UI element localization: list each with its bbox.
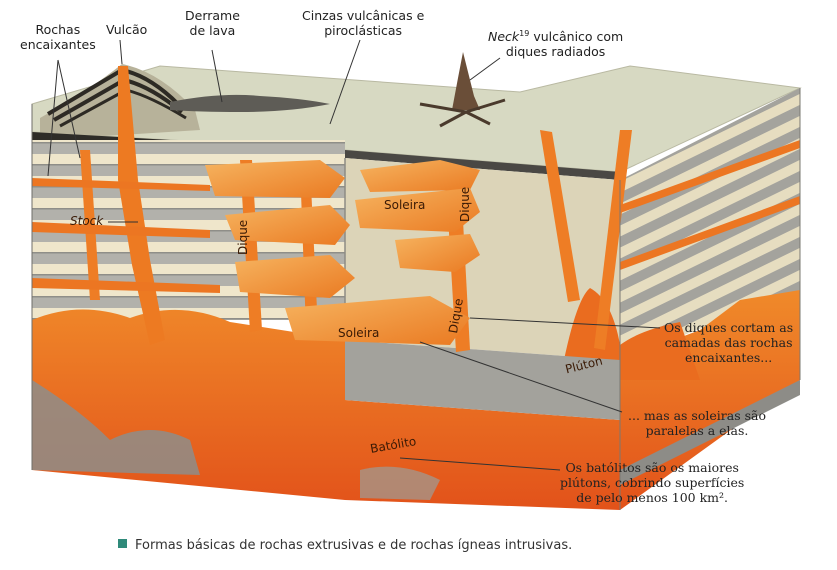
- figure-caption: Formas básicas de rochas extrusivas e de…: [118, 538, 572, 553]
- note-dikes-line2: camadas das rochas: [664, 335, 793, 350]
- leader-lines: [47, 39, 661, 471]
- note-dikes: Os diques cortam as camadas das rochas e…: [664, 320, 793, 365]
- label-country-rocks-line2: encaixantes: [20, 37, 96, 52]
- label-lava-flow-line2: de lava: [189, 23, 236, 38]
- note-batholiths-line1: Os batólitos são os maiores: [565, 460, 739, 475]
- label-stock: Stock: [70, 214, 104, 228]
- label-neck-line1: Neck19 vulcânico com: [488, 26, 623, 44]
- label-sill-lower: Soleira: [338, 326, 380, 340]
- label-neck-line2: diques radiados: [505, 44, 606, 60]
- batholith-body: [32, 290, 800, 510]
- label-sill-upper: Soleira: [384, 198, 426, 212]
- sills: [32, 140, 800, 345]
- label-ash-line1: Cinzas vulcânicas e: [302, 8, 425, 23]
- label-ash-line2: piroclásticas: [324, 23, 403, 38]
- label-neck-word: Neck: [488, 29, 520, 45]
- label-dike-upper: Dique: [458, 186, 472, 222]
- label-country-rocks-line1: Rochas: [35, 22, 81, 37]
- note-sills-line1: ... mas as soleiras são: [628, 408, 766, 423]
- label-neck: Neck19 vulcânico com diques radiados: [488, 26, 623, 59]
- right-face-strata: [620, 88, 800, 360]
- caption-text: Formas básicas de rochas extrusivas e de…: [135, 538, 573, 553]
- label-neck-rest: vulcânico com: [529, 29, 624, 45]
- lava-flow: [170, 94, 330, 112]
- label-lava-flow-line1: Derrame: [185, 8, 240, 23]
- label-volcano: Vulcão: [106, 22, 148, 37]
- note-sills: ... mas as soleiras são paralelas a elas…: [628, 408, 766, 438]
- label-country-rocks: Rochas encaixantes: [20, 22, 96, 52]
- volcanic-neck: [452, 52, 480, 110]
- note-batholiths-line2: plútons, cobrindo superfícies: [560, 475, 745, 490]
- note-batholiths-line3: de pelo menos 100 km².: [576, 490, 729, 505]
- note-dikes-line1: Os diques cortam as: [664, 320, 794, 335]
- label-neck-footnote: 19: [519, 29, 530, 38]
- note-dikes-line3: encaixantes...: [684, 350, 773, 365]
- note-batholiths: Os batólitos são os maiores plútons, cob…: [560, 460, 744, 505]
- label-ash: Cinzas vulcânicas e piroclásticas: [302, 8, 424, 38]
- stock: [118, 66, 165, 345]
- label-lava-flow: Derrame de lava: [185, 8, 240, 38]
- note-sills-line2: paralelas a elas.: [645, 423, 749, 438]
- label-dike-left: Dique: [236, 219, 250, 255]
- caption-bullet-icon: [118, 539, 127, 548]
- pluton-dome: [560, 288, 700, 380]
